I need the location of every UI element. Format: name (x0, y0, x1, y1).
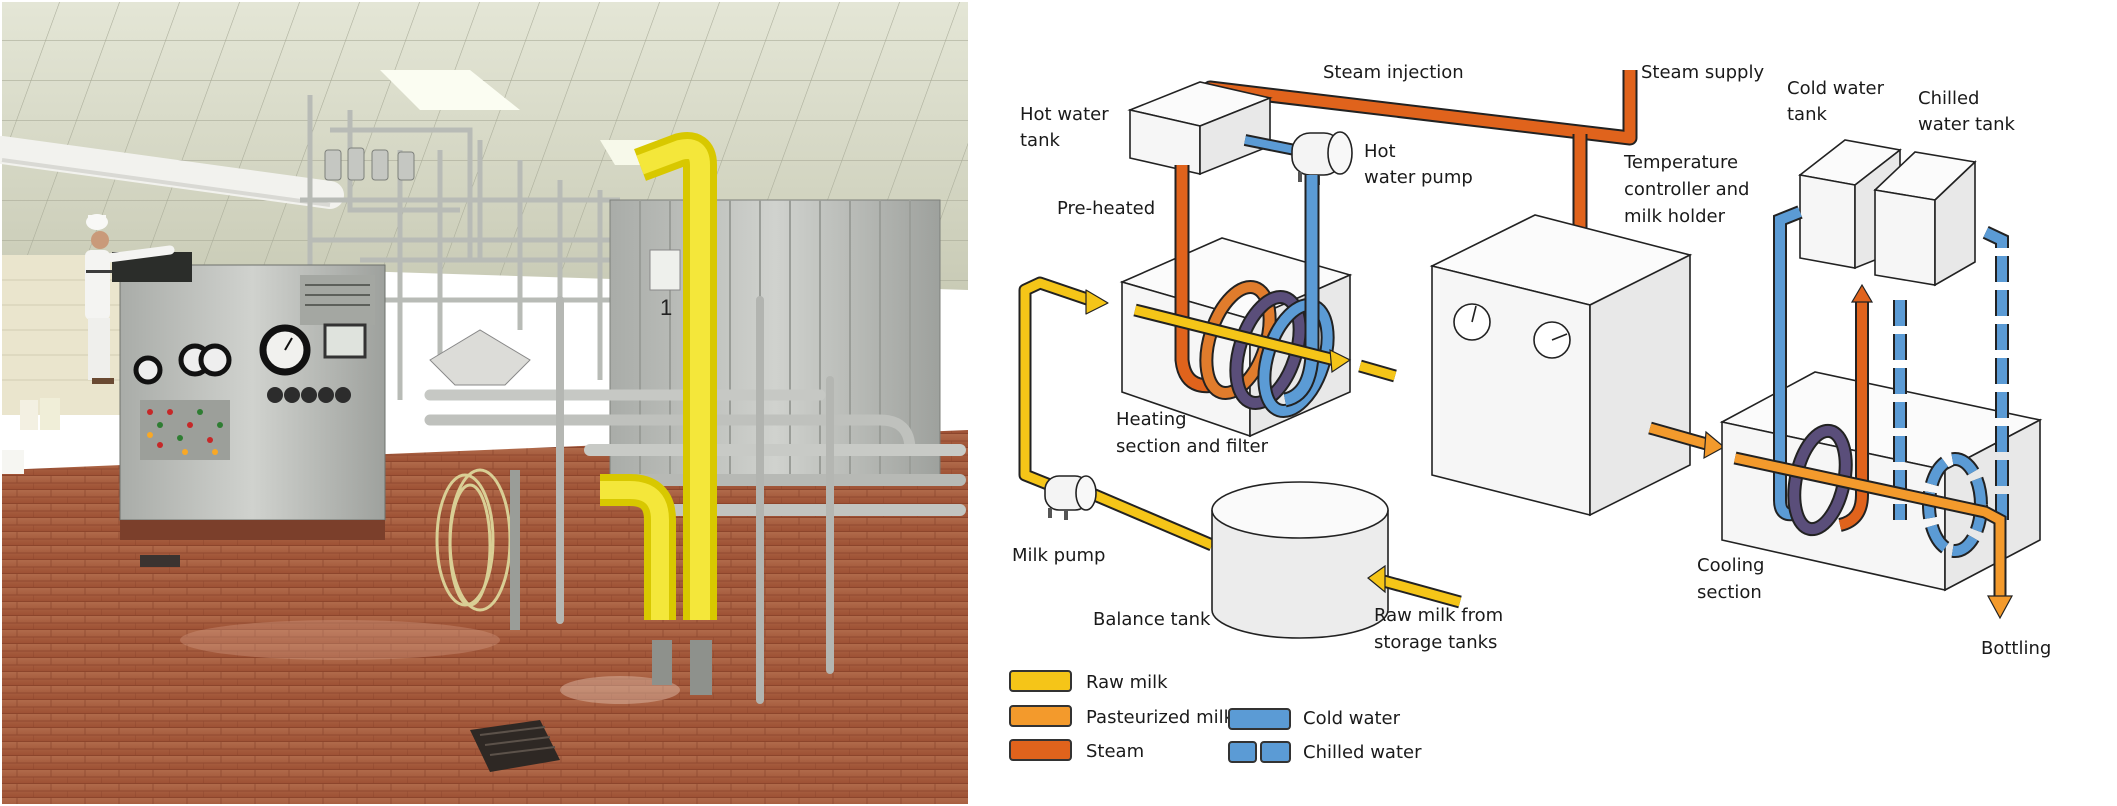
legend-swatch (1228, 708, 1291, 730)
gauge-icon (1453, 303, 1491, 341)
plate-heat-exchanger (609, 199, 941, 481)
legend-item-pasteurized-milk: Pasteurized milk (1009, 705, 1235, 728)
legend-item-cold-water: Cold water (1228, 708, 1401, 730)
chilled-water-tank (1873, 151, 1977, 287)
raw-milk-line (1018, 276, 1397, 551)
label-heating-section-2: section and filter (1116, 436, 1269, 457)
label-hot-water-tank-2: tank (1020, 130, 1060, 151)
balance-tank (1211, 481, 1389, 639)
valve-cluster (324, 147, 415, 181)
legend-label: Cold water (1303, 708, 1401, 729)
containers (2, 398, 60, 474)
floor-drain (140, 555, 180, 567)
label-heating-section-1: Heating (1116, 409, 1187, 430)
label-temperature-controller-1: Temperature (1623, 152, 1738, 173)
label-hot-water-tank-1: Hot water (1020, 104, 1109, 125)
label-balance-tank: Balance tank (1093, 609, 1211, 630)
control-panel (112, 252, 386, 540)
label-temperature-controller-3: milk holder (1624, 206, 1726, 227)
pasteurization-plant-photo: 1 (0, 0, 970, 806)
milk-pump (1044, 475, 1097, 520)
legend-label: Pasteurized milk (1086, 707, 1235, 728)
separator (429, 329, 531, 386)
operator-figure (85, 214, 175, 384)
overhead-duct (0, 136, 344, 209)
legend-item-chilled-water: Chilled water (1228, 741, 1422, 763)
label-steam-injection: Steam injection (1323, 62, 1464, 83)
bottling-flow (1733, 451, 2014, 620)
gauge-icon (1533, 321, 1571, 359)
legend-item-raw-milk: Raw milk (1009, 670, 1168, 693)
hot-water-pump (1243, 131, 1353, 185)
label-hot-water-pump-1: Hot (1364, 141, 1396, 162)
label-temperature-controller-2: controller and (1624, 179, 1749, 200)
panel-number: 1 (660, 295, 672, 320)
legend-swatch (1009, 705, 1072, 727)
label-cold-water-tank-1: Cold water (1787, 78, 1885, 99)
legend-swatch (1009, 670, 1072, 692)
legend-label: Raw milk (1086, 672, 1168, 693)
legend-label: Chilled water (1303, 742, 1422, 763)
legend-swatch (1009, 739, 1072, 761)
label-steam-supply: Steam supply (1641, 62, 1764, 83)
label-chilled-water-tank-2: water tank (1918, 114, 2016, 135)
pasteurization-process-diagram: Steam injection Steam supply Hot water t… (1009, 62, 2051, 763)
legend-item-steam: Steam (1009, 739, 1144, 762)
label-cooling-section-1: Cooling (1697, 555, 1764, 576)
yellow-insulated-pipe (600, 132, 717, 620)
label-cooling-section-2: section (1697, 582, 1762, 603)
legend: Raw milk Pasteurized milk Steam Cold wat… (1009, 670, 1422, 763)
temperature-controller (1429, 214, 1693, 517)
legend-label: Steam (1086, 741, 1144, 762)
label-bottling: Bottling (1981, 638, 2051, 659)
label-raw-milk-from-2: storage tanks (1374, 632, 1497, 653)
label-chilled-water-tank-1: Chilled (1918, 88, 1979, 109)
label-hot-water-pump-2: water pump (1364, 167, 1473, 188)
ceiling-light (380, 70, 520, 110)
label-raw-milk-from-1: Raw milk from (1374, 605, 1503, 626)
label-cold-water-tank-2: tank (1787, 104, 1827, 125)
cooling-section (1719, 371, 2043, 592)
stainless-pipes (424, 296, 966, 704)
legend-swatch (1260, 741, 1291, 763)
legend-swatch (1228, 741, 1257, 763)
label-milk-pump: Milk pump (1012, 545, 1105, 566)
hot-water-tank (1127, 81, 1273, 176)
label-pre-heated: Pre-heated (1057, 198, 1155, 219)
